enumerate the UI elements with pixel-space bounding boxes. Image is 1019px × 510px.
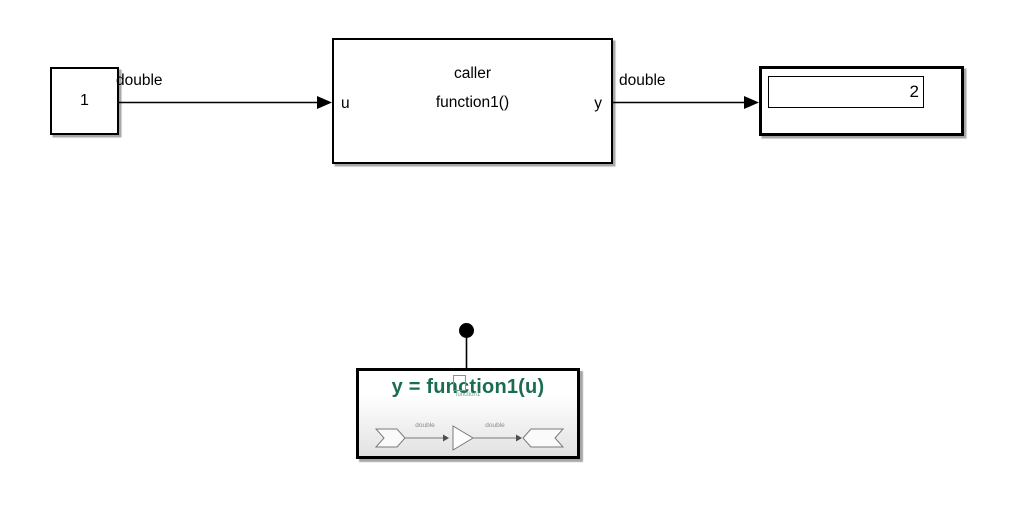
caller-output-port-label: y [594,95,602,112]
display-block[interactable]: 2 [759,66,964,136]
function-contents-preview [374,425,565,451]
arrowhead-icon [317,96,332,109]
arg-in-icon [374,428,406,448]
caller-title: caller function1() [334,59,611,117]
preview-signal-label-1: double [415,422,435,429]
arrowhead-icon [516,434,522,442]
function-prototype-title: y = function1(u) [391,376,545,398]
simulink-function-block[interactable]: y = function1(u) function1 double double [356,368,580,459]
caller-title-line2: function1() [435,94,510,111]
arrowhead-icon [744,96,759,109]
trigger-port-icon [453,375,466,391]
display-value-field: 2 [768,76,924,108]
event-port-icon[interactable] [459,323,474,369]
signal-label-double-2[interactable]: double [619,72,666,89]
constant-value: 1 [80,92,89,109]
signal-line-caller-to-display[interactable] [613,96,759,109]
caller-input-port-label: u [341,95,350,112]
constant-block[interactable]: 1 [50,67,119,135]
arrowhead-icon [443,434,449,442]
signal-label-double-1[interactable]: double [116,72,163,89]
caller-title-line1: caller [453,65,492,82]
function-caller-block[interactable]: caller function1() u y [332,38,613,164]
preview-signal-label-2: double [485,422,505,429]
signal-line-constant-to-caller[interactable] [119,96,332,109]
arg-out-icon [522,428,565,448]
gain-icon [452,425,474,451]
trigger-port-label: function1 [455,392,481,398]
